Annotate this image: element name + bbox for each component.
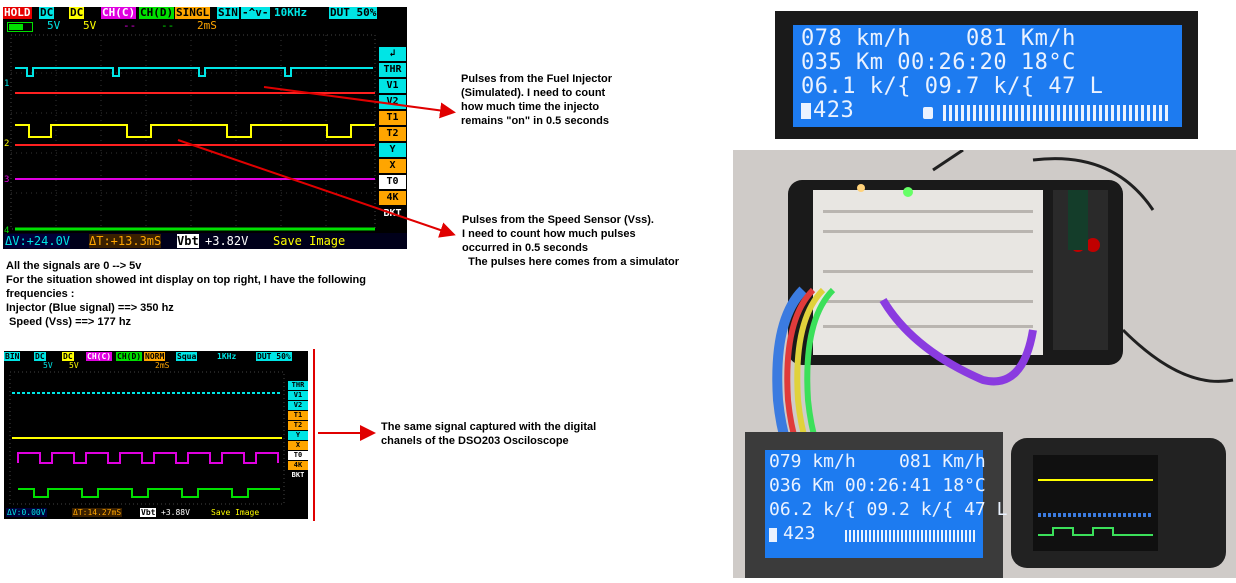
timebase: 2mS xyxy=(155,361,170,370)
status-item-4[interactable]: CH(D) xyxy=(139,6,175,19)
status-item-3[interactable]: CH(C) xyxy=(101,6,137,19)
ch-b-scale: 5V xyxy=(69,361,79,370)
scope2-plot-area xyxy=(9,371,285,505)
delta-v-readout: ΔV:0.00V xyxy=(6,508,47,517)
side-button-t0[interactable]: T0 xyxy=(379,175,406,189)
injector-annotation: Pulses from the Fuel Injector (Simulated… xyxy=(461,73,612,127)
side-button-v2[interactable]: V2 xyxy=(288,401,308,410)
timebase: 2mS xyxy=(197,19,217,32)
status-item-5[interactable]: NORM xyxy=(144,352,166,361)
channel-marker-1: 1 xyxy=(4,79,9,89)
status-item-5[interactable]: SINGL xyxy=(175,6,211,19)
board-fuel-level-bar xyxy=(845,530,975,542)
channel-marker-2: 2 xyxy=(4,139,9,149)
status-item-9[interactable]: DUT 50% xyxy=(329,6,378,19)
divider-red-line xyxy=(313,349,315,521)
delta-t-readout: ΔT:14.27mS xyxy=(72,508,123,517)
status-item-1[interactable]: DC xyxy=(39,6,55,19)
side-button-x[interactable]: X xyxy=(379,159,406,173)
board-lcd-display: 079 km/h 081 Km/h 036 Km 00:26:41 18°C 0… xyxy=(765,450,1007,558)
board-lcd-line-2: 036 Km 00:26:41 18°C xyxy=(769,475,986,496)
scope-status-bar: HOLD DC DC CH(C)CH(D)SINGL SIN-^v-10KHz DUT 5… xyxy=(3,7,407,33)
board-lcd-line-4: 423 xyxy=(783,523,816,544)
status-item-7[interactable]: -^v- xyxy=(241,6,270,19)
waveform-ch-b-speed xyxy=(15,124,375,138)
side-button-v1[interactable]: V1 xyxy=(288,391,308,400)
scope-plot-area: 1 2 3 4 xyxy=(4,34,376,233)
oscilloscope-screen-main: HOLD DC DC CH(C)CH(D)SINGL SIN-^v-10KHz DUT 5… xyxy=(3,7,407,249)
fuel-level-bar xyxy=(943,105,1169,121)
side-button-4k[interactable]: 4K xyxy=(379,191,406,205)
lcd-display: 078 km/h 081 Km/h 035 Km 00:26:20 18°C 0… xyxy=(793,25,1182,127)
breadboard-photo: 079 km/h 081 Km/h 036 Km 00:26:41 18°C 0… xyxy=(733,148,1236,578)
signals-annotation: All the signals are 0 --> 5v For the sit… xyxy=(6,260,366,328)
side-button-t1[interactable]: T1 xyxy=(379,111,406,125)
side-button-v1[interactable]: V1 xyxy=(379,79,406,93)
side-button-x[interactable]: X xyxy=(288,441,308,450)
speed-annotation: Pulses from the Speed Sensor (Vss). I ne… xyxy=(462,214,680,268)
side-button-t2[interactable]: T2 xyxy=(288,421,308,430)
status-item-3[interactable]: CH(C) xyxy=(86,352,113,361)
delta-v-readout: ΔV:+24.0V xyxy=(5,234,71,248)
side-arrow-icon[interactable]: ↲ xyxy=(379,47,406,61)
vbt-readout: +3.82V xyxy=(205,234,249,248)
status-item-1[interactable]: DC xyxy=(34,352,46,361)
lcd-line-1: 078 km/h 081 Km/h xyxy=(801,26,1076,51)
channel-marker-4: 4 xyxy=(4,226,9,233)
lcd-line-3: 06.1 k/{ 09.7 k/{ 47 L xyxy=(801,74,1104,99)
status-item-0[interactable]: BIN xyxy=(4,352,21,361)
save-image-button[interactable]: Save Image xyxy=(273,234,346,248)
ch-b-scale: 5V xyxy=(83,19,97,32)
vbt-label: Vbt xyxy=(140,508,157,517)
board-lcd-line-3: 06.2 k/{ 09.2 k/{ 47 L xyxy=(769,499,1008,520)
status-item-0[interactable]: HOLD xyxy=(3,6,32,19)
status-item-6[interactable]: SIN xyxy=(217,6,239,19)
ch-a-scale: 5V xyxy=(47,19,61,32)
annotation-arrows xyxy=(177,86,456,441)
side-button-y[interactable]: Y xyxy=(288,431,308,440)
digital-annotation: The same signal captured with the digita… xyxy=(381,421,597,447)
side-button-4k[interactable]: 4K xyxy=(288,461,308,470)
status-item-8[interactable]: DUT 50% xyxy=(256,352,292,361)
side-button-t2[interactable]: T2 xyxy=(379,127,406,141)
scope-footer: ΔV:+24.0V ΔT:+13.3mS Vbt +3.82V Save Ima… xyxy=(3,233,407,249)
side-button-y[interactable]: Y xyxy=(379,143,406,157)
lcd-line-4: 423 xyxy=(813,98,855,123)
side-button-t0[interactable]: T0 xyxy=(288,451,308,460)
side-button-thr[interactable]: THR xyxy=(288,381,308,390)
status-item-4[interactable]: CH(D) xyxy=(116,352,143,361)
vbt-readout: +3.88V xyxy=(161,508,190,517)
arrow-speed xyxy=(177,139,456,238)
battery-icon xyxy=(7,22,33,32)
status-item-2[interactable]: DC xyxy=(62,352,74,361)
vbt-label: Vbt xyxy=(177,234,199,248)
board-lcd-line-1: 079 km/h 081 Km/h xyxy=(769,451,986,472)
fuel-pump-icon xyxy=(769,528,777,542)
save-image-button[interactable]: Save Image xyxy=(211,508,260,517)
scope2-footer: ΔV:0.00V ΔT:14.27mS Vbt +3.88V Save Imag… xyxy=(4,506,308,518)
delta-t-readout: ΔT:+13.3mS xyxy=(89,234,162,248)
status-item-6[interactable]: Squa xyxy=(176,352,198,361)
fuel-pump-icon xyxy=(801,103,811,119)
waveform-ch-a-injector xyxy=(15,67,373,77)
side-button-bkt[interactable]: BKT xyxy=(288,471,308,480)
status-item-2[interactable]: DC xyxy=(69,6,85,19)
arrow-injector xyxy=(263,86,456,119)
waveform-digital-ch-d xyxy=(18,488,280,498)
status-item-8[interactable]: 10KHz xyxy=(273,6,309,19)
lcd-closeup-photo: 078 km/h 081 Km/h 035 Km 00:26:20 18°C 0… xyxy=(775,11,1198,139)
side-button-thr[interactable]: THR xyxy=(379,63,406,77)
side-button-t1[interactable]: T1 xyxy=(288,411,308,420)
waveform-digital-ch-c xyxy=(17,452,279,464)
ch-d-scale: -- xyxy=(161,19,175,32)
ch-a-scale: 5V xyxy=(43,361,53,370)
lock-icon xyxy=(923,107,933,119)
channel-marker-3: 3 xyxy=(4,175,9,185)
lcd-line-2: 035 Km 00:26:20 18°C xyxy=(801,50,1076,75)
status-item-7[interactable]: 1KHz xyxy=(216,352,238,361)
ch-c-scale: -- xyxy=(123,19,137,32)
